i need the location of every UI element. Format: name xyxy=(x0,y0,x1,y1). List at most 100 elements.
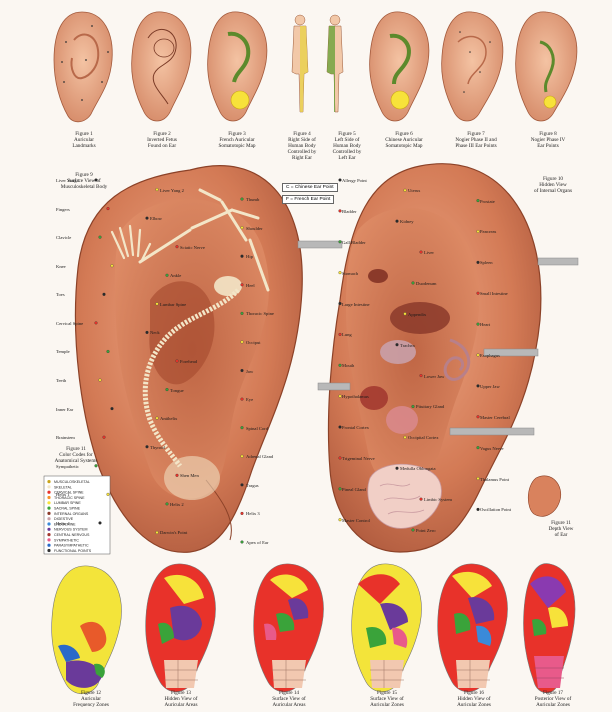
ear-point-label: Hypothalamus xyxy=(342,394,369,400)
acupoint-dot xyxy=(240,483,244,487)
ear-point-label: Teeth xyxy=(56,378,67,384)
acupoint-dot xyxy=(110,407,114,411)
ear-point-label: Helix 2 xyxy=(170,501,184,507)
legend-swatch xyxy=(47,495,51,500)
ear-point-label: Heart xyxy=(480,322,491,328)
ear-point-label: Stomach xyxy=(342,270,359,276)
ear-point-label: Lung xyxy=(342,332,352,338)
ear-point-label: Thoracic Spine xyxy=(246,311,274,317)
acupoint-dot xyxy=(240,511,244,515)
acupoint-dot xyxy=(476,446,480,450)
figure-4-body xyxy=(291,14,309,113)
acupoint-dot xyxy=(240,283,244,287)
ear-point-label: Lumbar Spine xyxy=(160,301,187,307)
ear-point-label: Point Zero xyxy=(416,528,436,533)
ear-point-label: Liver Yang 1 xyxy=(56,178,80,183)
ear-point-label: Prostate xyxy=(480,198,495,204)
acupoint-dot xyxy=(338,240,342,244)
ear-point-label: Pineal Gland xyxy=(342,486,366,492)
acupoint-dot xyxy=(403,435,407,439)
acupoint-dot xyxy=(476,260,480,264)
legend-label: SACRAL SPINE xyxy=(54,507,81,511)
ear-point-label: Lower Jaw xyxy=(424,373,445,379)
acupoint-dot xyxy=(106,349,110,354)
acupoint-dot xyxy=(403,312,407,316)
acupoint-dot xyxy=(155,302,159,306)
ear-point-label: Heel xyxy=(246,282,255,288)
legend-swatch xyxy=(47,506,51,510)
color-codes-title: Figure 11 Color Codes for Anatomical Sys… xyxy=(54,446,98,464)
ear-point-label: Temple xyxy=(56,349,70,355)
ear-point-label: Oscillation Point xyxy=(480,507,512,513)
acupoint-dot xyxy=(155,530,159,535)
figure-16-caption: Figure 16 Hidden View of Auricular Zones xyxy=(457,690,491,708)
acupoint-dot xyxy=(395,343,399,347)
legend-label: MUSCULOSKELETAL xyxy=(54,480,90,484)
acupoint-dot xyxy=(240,340,244,344)
legend-swatch xyxy=(47,538,51,542)
ear-point-label: Occipital Cortex xyxy=(408,435,439,441)
legend-label: INTERNAL ORGANS xyxy=(54,512,89,516)
ear-point-label: Frontal Cortex xyxy=(342,425,369,431)
acupoint-dot xyxy=(240,226,244,230)
figure-1-caption: Figure 1 Auricular Landmarks xyxy=(72,131,96,149)
ear-point-label: Knee xyxy=(56,263,66,269)
acupoint-dot xyxy=(476,353,480,357)
figure-14-caption: Figure 14 Surface View of Auricular Area… xyxy=(272,690,306,708)
figure-15-ear xyxy=(351,563,422,693)
figure-12-caption: Figure 12 Auricular Frequency Zones xyxy=(73,690,109,708)
ear-point-label: Helix 1 xyxy=(56,492,70,498)
acupoint-dot xyxy=(98,378,102,382)
acupoint-dot xyxy=(476,384,480,388)
ear-point-label: Elbow xyxy=(150,216,162,222)
ear-point-label: Brainstem xyxy=(56,435,75,441)
acupoint-dot xyxy=(395,219,399,223)
acupoint-dot xyxy=(98,235,102,239)
legend-swatch xyxy=(47,543,51,547)
ear-point-label: Kidney xyxy=(400,219,414,225)
ear-point-label: Clavicle xyxy=(56,235,72,241)
figure-3-ear xyxy=(207,11,268,122)
ear-point-label: Darwin's Point xyxy=(160,530,188,536)
ear-point-label: Liver Yang 2 xyxy=(160,187,184,193)
ear-point-label: Esophagus xyxy=(480,353,500,358)
acupoint-dot xyxy=(102,292,106,296)
ear-point-label: Occiput xyxy=(246,339,261,345)
kidney-organ xyxy=(368,269,388,283)
ear-point-label: Liver xyxy=(424,250,434,256)
acupoint-dot xyxy=(338,487,342,491)
french-point-legend: F = French Ear Point xyxy=(282,195,335,204)
acupoint-dot xyxy=(145,445,149,449)
figure-8-ear xyxy=(515,11,578,122)
ear-point-label: Trachea xyxy=(400,342,415,348)
ear-point-label: Neck xyxy=(150,330,160,336)
figure-5-caption: Figure 5 Left Side of Human Body Control… xyxy=(332,131,362,161)
acupoint-dot xyxy=(476,291,480,295)
ear-point-label: Bladder xyxy=(342,208,357,214)
legend-swatch xyxy=(47,485,51,489)
ear-point-label: Allergy Point xyxy=(342,178,367,183)
ear-point-label: Sympathetic xyxy=(56,463,79,469)
ear-point-label: Apex of Ear xyxy=(246,540,269,545)
acupoint-dot xyxy=(94,464,98,468)
figure-6-caption: Figure 6 Chinese Auricular Somatotopic M… xyxy=(385,131,423,149)
ear-point-label: Thyroid xyxy=(150,444,165,450)
ear-point-label: Large Intestine xyxy=(342,301,370,307)
ear-point-label: Eye xyxy=(246,397,254,403)
acupoint-dot xyxy=(419,497,423,501)
acupoint-dot xyxy=(338,271,342,275)
acupoint-dot xyxy=(338,363,342,367)
acupoint-dot xyxy=(155,187,159,192)
acupoint-dot xyxy=(395,466,399,470)
acupoint-dot xyxy=(165,502,169,506)
figure-8-caption: Figure 8 Nogier Phase IV Ear Points xyxy=(530,131,566,149)
ear-point-label: Shoulder xyxy=(246,225,263,231)
ear-point-label: Medulla Oblongata xyxy=(400,466,436,472)
stomach-organ xyxy=(380,340,416,364)
legend-label: DIGESTIVE xyxy=(54,517,74,521)
figure-13-caption: Figure 13 Hidden View of Auricular Areas xyxy=(164,690,198,708)
legend-swatch xyxy=(47,511,51,515)
ear-point-label: Inner Ear xyxy=(56,406,74,412)
